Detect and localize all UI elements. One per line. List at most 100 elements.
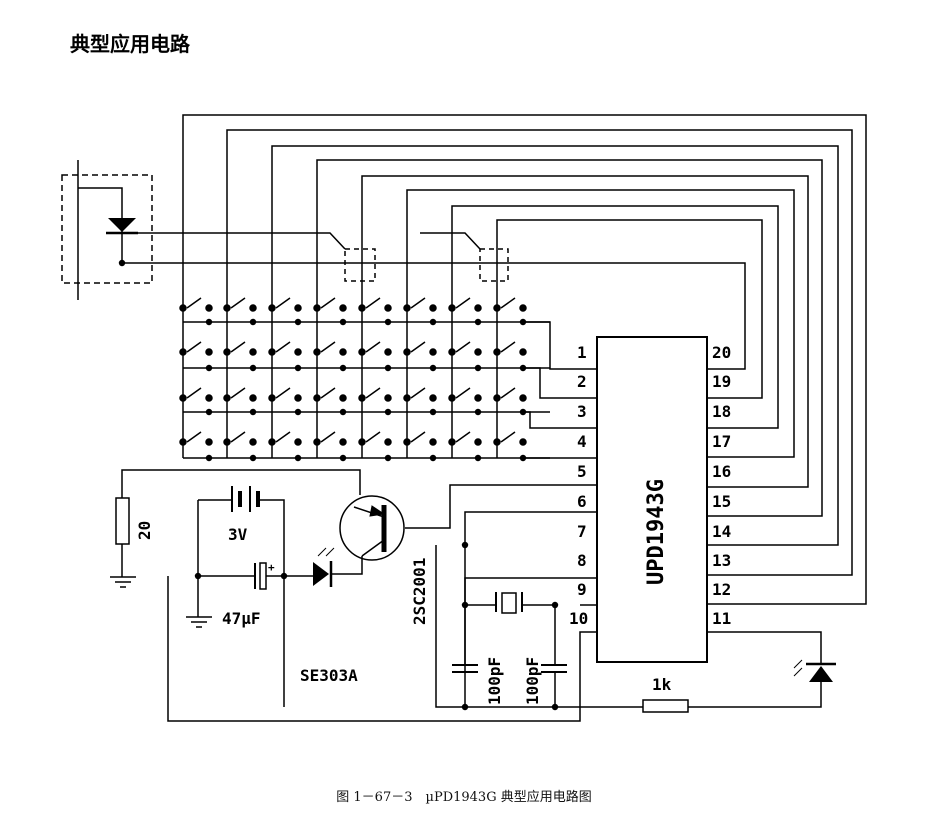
switch-contact — [493, 438, 501, 446]
switch-contact — [474, 394, 482, 402]
junction-dot — [474, 318, 482, 326]
switch-contact — [519, 348, 527, 356]
switch-blade — [365, 297, 381, 309]
switch-blade — [230, 297, 246, 309]
junction-dot — [249, 318, 257, 326]
wire — [182, 114, 867, 605]
switch-contact — [249, 394, 257, 402]
switch-contact — [448, 438, 456, 446]
switch-contact — [205, 348, 213, 356]
junction-dot — [249, 454, 257, 462]
ic-pin-label: 8 — [577, 551, 587, 570]
switch-blade — [365, 431, 381, 443]
wire — [520, 367, 597, 399]
switch-contact — [294, 348, 302, 356]
switch-blade — [186, 297, 202, 309]
ic-pin-label: 3 — [577, 402, 587, 421]
switch-blade — [455, 341, 471, 353]
switch-contact — [223, 438, 231, 446]
switch-blade — [455, 387, 471, 399]
wire — [522, 604, 556, 665]
resistor-1k-label: 1k — [652, 675, 672, 694]
junction-dots — [118, 259, 559, 711]
wire — [707, 631, 822, 664]
switch-contact — [403, 394, 411, 402]
switch-contact — [358, 348, 366, 356]
wire — [464, 511, 597, 545]
switch-blade — [230, 341, 246, 353]
dashed-box-2 — [479, 248, 509, 282]
ic-pin-label: 20 — [712, 343, 731, 362]
wire — [78, 187, 123, 263]
switch-contact — [313, 348, 321, 356]
switch-blade — [230, 431, 246, 443]
switch-contact — [294, 438, 302, 446]
led-icon — [793, 659, 836, 682]
junction-dot — [384, 364, 392, 372]
wire — [420, 232, 481, 250]
switch-blade — [500, 341, 516, 353]
ic-pin-label: 9 — [577, 580, 587, 599]
junction-dot — [249, 408, 257, 416]
wires — [77, 114, 867, 722]
switch-contact — [403, 304, 411, 312]
ic-pin-label: 2 — [577, 372, 587, 391]
wire — [520, 321, 597, 370]
junction-dot — [205, 454, 213, 462]
switch-contact — [358, 394, 366, 402]
page-heading: 典型应用电路 — [70, 32, 190, 56]
junction-dot — [519, 364, 527, 372]
switch-blade — [186, 431, 202, 443]
switch-contact — [205, 394, 213, 402]
switch-contact — [519, 304, 527, 312]
ic-pin-label: 19 — [712, 372, 731, 391]
switch-blade — [275, 341, 291, 353]
ic-pin-label: 1 — [577, 343, 587, 362]
junction-dot — [519, 408, 527, 416]
switch-contact — [429, 438, 437, 446]
switch-contact — [384, 438, 392, 446]
switch-contact — [249, 438, 257, 446]
junction-dot — [519, 318, 527, 326]
switch-blade — [320, 297, 336, 309]
figure-caption: 图 1－67－3 µPD1943G 典型应用电路图 — [336, 790, 592, 805]
wire — [167, 576, 597, 722]
ic-body — [596, 336, 708, 663]
crystal-icon — [495, 592, 523, 614]
ic-pin-label: 17 — [712, 432, 731, 451]
junction-dot — [205, 408, 213, 416]
switch-blade — [365, 341, 381, 353]
junction-dot — [461, 541, 469, 549]
led-module-label: SE303A — [300, 666, 358, 685]
switch-contact — [179, 394, 187, 402]
switch-contact — [179, 438, 187, 446]
ic-pin-label: 10 — [569, 609, 588, 628]
wire — [226, 129, 853, 576]
capacitor-100pf-2 — [541, 664, 567, 673]
switch-blade — [410, 297, 426, 309]
junction-dot — [294, 454, 302, 462]
wire — [590, 682, 822, 708]
wire — [120, 262, 746, 370]
switch-contact — [268, 304, 276, 312]
switch-contact — [294, 394, 302, 402]
switch-contact — [339, 304, 347, 312]
ground-icon — [186, 616, 212, 628]
switch-contact — [448, 394, 456, 402]
switch-contact — [519, 438, 527, 446]
capacitor-100pf-1 — [452, 664, 478, 673]
switch-contact — [384, 304, 392, 312]
switch-contact — [384, 348, 392, 356]
capacitor-47uf-label: 47µF — [222, 609, 261, 628]
wire — [435, 545, 590, 708]
junction-dot — [384, 318, 392, 326]
switch-contact — [358, 304, 366, 312]
junction-dot — [429, 454, 437, 462]
switch-blade — [410, 387, 426, 399]
switch-contact — [493, 394, 501, 402]
junction-dot — [474, 408, 482, 416]
switch-contact — [339, 438, 347, 446]
switch-blade — [230, 387, 246, 399]
wire — [496, 219, 763, 399]
switch-blade — [186, 341, 202, 353]
